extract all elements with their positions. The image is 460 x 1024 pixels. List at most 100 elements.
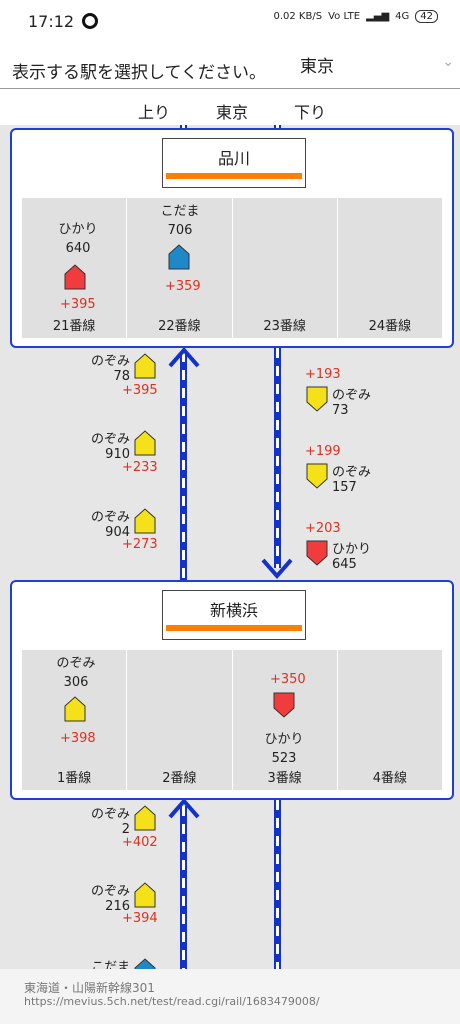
train-name: ひかり xyxy=(332,542,372,557)
train-name: ひかり xyxy=(58,222,98,237)
clock: 17:12 xyxy=(28,12,75,31)
train-nozomi-icon[interactable] xyxy=(134,430,156,456)
platform-label: 23番線 xyxy=(263,319,306,334)
platform-label: 22番線 xyxy=(158,319,201,334)
net-speed: 0.02 KB/S xyxy=(273,11,323,22)
chevron-down-icon: ⌄ xyxy=(442,54,454,70)
train-info[interactable]: のぞみ 157 xyxy=(332,461,371,495)
platform-cell: 2番線 xyxy=(127,650,233,790)
line-color-stripe xyxy=(166,173,302,179)
train-delay: +394 xyxy=(122,911,158,926)
track-down-1 xyxy=(274,348,281,568)
platform-cell: 3番線 xyxy=(232,650,338,790)
train-nozomi-icon[interactable] xyxy=(134,353,156,379)
train-nozomi-icon[interactable] xyxy=(306,463,328,489)
platform-cell: 4番線 xyxy=(337,650,442,790)
train-number: 706 xyxy=(167,223,193,238)
track-down-top xyxy=(274,125,281,130)
platform-label: 21番線 xyxy=(52,319,96,334)
train-delay: +193 xyxy=(305,367,341,382)
battery-icon: 42 xyxy=(415,10,438,23)
train-info[interactable]: のぞみ 78 xyxy=(88,350,130,384)
platform-label: 24番線 xyxy=(368,319,412,334)
notification-icon xyxy=(82,13,98,29)
select-prompt: 表示する駅を選択してください。 xyxy=(12,63,266,83)
train-info[interactable]: ひかり 645 xyxy=(332,538,371,572)
footer-overlay: 東海道・山陽新幹線301 https://mevius.5ch.net/test… xyxy=(0,969,460,1024)
arrow-up-icon xyxy=(168,797,200,819)
train-delay: +233 xyxy=(122,460,158,475)
train-number: 523 xyxy=(271,751,297,766)
train-number: 645 xyxy=(332,557,357,572)
train-name: のぞみ xyxy=(90,354,130,369)
station-card-shin-yokohama[interactable]: 新横浜 1番線 2番線 3番線 4番線 のぞみ 306 +398 +350 ひか… xyxy=(10,580,454,800)
train-info[interactable]: ひかり 523 xyxy=(254,728,314,766)
platform-cell: 23番線 xyxy=(232,198,338,338)
train-number: 157 xyxy=(332,480,357,495)
train-nozomi-icon[interactable] xyxy=(134,508,156,534)
train-delay: +395 xyxy=(60,297,96,312)
track-up-1 xyxy=(180,352,187,580)
station-sign: 品川 xyxy=(162,138,306,188)
train-nozomi-icon[interactable] xyxy=(64,696,86,722)
station-select-value: 東京 xyxy=(300,57,334,77)
train-name: のぞみ xyxy=(56,656,96,671)
track-up-top xyxy=(180,125,187,130)
train-name: のぞみ xyxy=(90,432,130,447)
direction-current: 東京 xyxy=(216,103,249,122)
train-delay: +398 xyxy=(60,731,96,746)
train-name: のぞみ xyxy=(332,465,372,480)
network-type: 4G xyxy=(395,11,410,22)
train-nozomi-icon[interactable] xyxy=(134,882,156,908)
station-name: 新横浜 xyxy=(209,601,258,620)
thread-url: https://mevius.5ch.net/test/read.cgi/rai… xyxy=(24,995,320,1008)
train-number: 640 xyxy=(65,241,91,256)
train-info[interactable]: ひかり 640 xyxy=(48,218,108,256)
arrow-up-icon xyxy=(168,346,200,368)
platform-cell: 1番線 xyxy=(22,650,128,790)
train-name: のぞみ xyxy=(90,807,130,822)
train-delay: +359 xyxy=(165,279,201,294)
train-number: 2 xyxy=(121,822,130,837)
platform-label: 3番線 xyxy=(267,771,302,786)
train-number: 904 xyxy=(105,525,130,540)
train-info[interactable]: のぞみ 904 xyxy=(88,506,130,540)
track-down-2 xyxy=(274,800,281,970)
train-hikari-icon[interactable] xyxy=(273,692,295,718)
station-sign: 新横浜 xyxy=(162,590,306,640)
train-kodama-icon[interactable] xyxy=(168,244,190,270)
train-name: こだま xyxy=(160,204,200,219)
train-number: 216 xyxy=(105,899,130,914)
train-delay: +395 xyxy=(122,383,158,398)
platform-row: 1番線 2番線 3番線 4番線 xyxy=(22,650,442,790)
direction-header: 上り 東京 下り xyxy=(0,89,460,125)
train-name: ひかり xyxy=(264,732,304,747)
train-info[interactable]: のぞみ 73 xyxy=(332,384,371,418)
station-selector-bar: 表示する駅を選択してください。 東京 ⌄ xyxy=(0,40,460,89)
train-info[interactable]: のぞみ 216 xyxy=(88,880,130,914)
status-bar: 17:12 0.02 KB/S Vo LTE ▂▄▆ 4G 42 xyxy=(0,0,460,40)
track-up-2 xyxy=(180,806,187,970)
direction-down: 下り xyxy=(294,103,327,122)
train-delay: +273 xyxy=(122,537,158,552)
train-delay: +402 xyxy=(122,835,158,850)
train-info[interactable]: のぞみ 2 xyxy=(88,803,130,837)
volte-label: Vo LTE xyxy=(328,11,361,22)
train-info[interactable]: のぞみ 306 xyxy=(46,652,106,690)
platform-cell: 24番線 xyxy=(337,198,442,338)
train-name: のぞみ xyxy=(90,884,130,899)
train-info[interactable]: こだま 706 xyxy=(150,200,210,238)
train-hikari-icon[interactable] xyxy=(306,540,328,566)
train-number: 78 xyxy=(113,369,130,384)
direction-up: 上り xyxy=(138,103,171,122)
train-hikari-icon[interactable] xyxy=(64,264,86,290)
station-select[interactable]: 東京 ⌄ xyxy=(300,52,460,82)
platform-label: 1番線 xyxy=(56,771,92,786)
station-card-shinagawa[interactable]: 品川 21番線 22番線 23番線 24番線 ひかり 640 +395 こだま … xyxy=(10,128,454,348)
train-nozomi-icon[interactable] xyxy=(134,805,156,831)
platform-label: 4番線 xyxy=(372,771,408,786)
train-nozomi-icon[interactable] xyxy=(306,386,328,412)
line-color-stripe xyxy=(166,625,302,631)
train-info[interactable]: のぞみ 910 xyxy=(88,428,130,462)
station-name: 品川 xyxy=(217,149,250,168)
